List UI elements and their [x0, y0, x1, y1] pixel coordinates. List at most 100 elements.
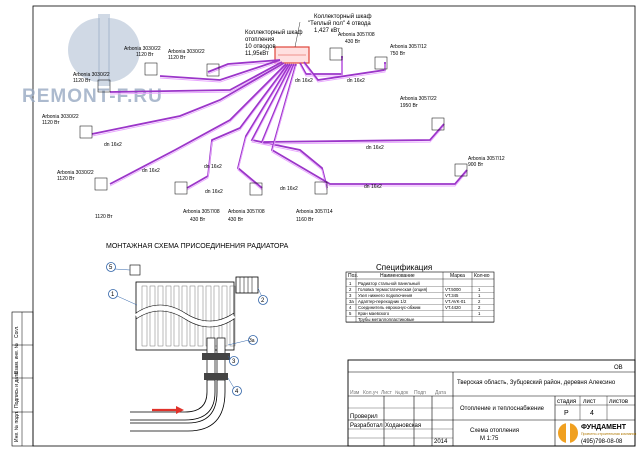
company-phone: (495)798-08-08 [581, 439, 623, 445]
spec-header-name: Наименование [380, 273, 415, 279]
spec-table: Спецификация Поз. Наименование Марка Кол… [345, 263, 495, 323]
svg-text:1120 Вт: 1120 Вт [57, 176, 75, 182]
stamp-sheet-name: Схема отопления [470, 428, 519, 434]
radiator-7: Arbonia 3057/12 750 Вт [374, 44, 427, 70]
pipe-branch-11 [299, 58, 343, 77]
stamp-developer: Ходановская [385, 423, 421, 429]
radiator-8: Arbonia 3057/22 1950 Вт [400, 96, 445, 131]
bottom-power-label: 1120 Вт [95, 214, 113, 220]
manifold-floor-label: Коллекторный шкаф "Теплый пол" 4 отвода … [294, 13, 372, 48]
svg-text:dn 16x2: dn 16x2 [280, 186, 298, 192]
callout-1: 1 [111, 292, 115, 298]
callout-3: 3 [232, 359, 236, 365]
pipe-branch-6 [186, 65, 289, 191]
radiator-group: Arbonia 3030/22 1120 Вт Arbonia 3030/22 … [42, 32, 505, 223]
callout-2: 2 [261, 298, 265, 304]
pipe-branch-4 [91, 64, 285, 137]
radiator-mounting-diagram [129, 264, 259, 432]
title-block: ОВ Тверская область, Зубцовский район, д… [347, 359, 636, 447]
svg-text:900 Вт: 900 Вт [468, 162, 484, 168]
spec-header-qty: Кол-во [474, 273, 490, 279]
svg-text:dn 16x2: dn 16x2 [205, 189, 223, 195]
pipe-branch-7 [237, 65, 291, 191]
svg-text:dn 16x2: dn 16x2 [347, 78, 365, 84]
radiator-6: Arbonia 3057/08 430 Вт [329, 32, 375, 61]
stamp-row-date: Дата [435, 390, 446, 396]
stamp-row-list: Лист [381, 390, 393, 396]
svg-text:dn 16x2: dn 16x2 [366, 145, 384, 151]
svg-text:1160 Вт: 1160 Вт [296, 217, 314, 223]
stamp-col-stage: стадия [557, 399, 576, 405]
svg-text:Коллекторный шкаф: Коллекторный шкаф [314, 13, 372, 20]
pipe-branch-5 [109, 65, 287, 187]
stamp-developed: Разработал [350, 423, 383, 429]
svg-text:Arbonia 3057/14: Arbonia 3057/14 [296, 209, 333, 215]
watermark-text: REMONT-F.RU [22, 86, 163, 107]
pipe-branch-7 [236, 63, 291, 189]
stamp-row-sign: Подп [414, 390, 426, 396]
svg-text:Arbonia 3030/22: Arbonia 3030/22 [57, 170, 94, 176]
radiator-4: Arbonia 3030/22 1120 Вт [42, 114, 93, 139]
side-label-sign: Подпись и дата [14, 372, 20, 408]
spec-cell: VT.5000 [445, 287, 461, 292]
svg-text:Arbonia 3030/22: Arbonia 3030/22 [73, 72, 110, 78]
spec-cell: 1 [349, 281, 352, 286]
stamp-year: 2014 [434, 439, 448, 445]
stamp-stage: Р [564, 410, 569, 417]
spec-cell: 2 [478, 305, 481, 310]
spec-cell: 5 [349, 311, 352, 316]
spec-cell: 3 [349, 293, 352, 298]
mount-callouts: 1 2 3 3a 4 5 [106, 262, 268, 396]
pipe-branch-12 [303, 63, 386, 83]
spec-cell: 1 [478, 287, 481, 292]
svg-text:Коллекторный шкаф: Коллекторный шкаф [245, 29, 303, 36]
spec-cell: 4 [349, 305, 352, 310]
company-logo: ФУНДАМЕНТ Проектно-строительная компания… [558, 423, 636, 445]
svg-text:1120 Вт: 1120 Вт [73, 78, 91, 84]
spec-header-pos: Поз. [348, 273, 358, 279]
stamp-code: ОВ [614, 365, 623, 371]
svg-text:Arbonia 3057/08: Arbonia 3057/08 [228, 209, 265, 215]
spec-title: Спецификация [376, 263, 432, 272]
svg-text:dn 16x2: dn 16x2 [204, 164, 222, 170]
svg-text:dn 16x2: dn 16x2 [142, 168, 160, 174]
manifold-cabinet [274, 46, 310, 64]
sheet-frame [32, 5, 636, 447]
svg-text:"Теплый пол" 4 отвода: "Теплый пол" 4 отвода [308, 20, 371, 27]
bottom-connection-unit [202, 353, 230, 360]
pipe-branch-10 [270, 63, 468, 185]
pipe-branch-8 [251, 65, 328, 191]
spec-cell: Узел нижнего подключения [358, 293, 413, 298]
callout-4: 4 [235, 389, 239, 395]
pipe-branch-8 [250, 63, 328, 189]
radiator-11: Arbonia 3057/08 430 Вт [228, 182, 265, 223]
svg-text:Arbonia 3057/22: Arbonia 3057/22 [400, 96, 437, 102]
manifold-heating-label: Коллекторный шкаф отопления 10 отводов 1… [245, 29, 303, 57]
spec-cell: Адаптер-переходник 1/2 [358, 299, 407, 304]
svg-text:отопления: отопления [245, 37, 274, 43]
side-label-replace: Взам. инв. № [14, 343, 20, 374]
thermostat-head [235, 276, 259, 294]
pipe-branch-2 [159, 59, 281, 81]
mount-title: МОНТАЖНАЯ СХЕМА ПРИСОЕДИНЕНИЯ РАДИАТОРА [106, 243, 289, 250]
svg-text:1120 Вт: 1120 Вт [42, 120, 60, 126]
spec-cell: 3a [349, 299, 354, 304]
company-name: ФУНДАМЕНТ [581, 424, 627, 431]
svg-text:Arbonia 3057/08: Arbonia 3057/08 [338, 32, 375, 38]
pipe-branch-9 [261, 65, 445, 145]
radiator-5: Arbonia 3030/22 1120 Вт [57, 170, 108, 191]
company-tagline: Проектно-строительная компания [581, 432, 636, 436]
svg-text:Arbonia 3030/22: Arbonia 3030/22 [42, 114, 79, 120]
spec-cell: Трубы металлопластиковые [358, 317, 415, 322]
spec-cell: Соединитель евроконус-обжим [358, 305, 420, 310]
spec-header-mark: Марка [450, 273, 465, 279]
pipe-branch-2 [159, 61, 281, 83]
pipe-branch-12 [303, 61, 386, 81]
svg-text:Arbonia 3030/22: Arbonia 3030/22 [168, 49, 205, 55]
spec-cell: 1 [478, 293, 481, 298]
pipe-branch-3 [109, 61, 283, 93]
spec-cell: Головка термостатическая (опция) [358, 287, 428, 292]
pipe-labels: dn 16x2 dn 16x2 dn 16x2 dn 16x2 dn 16x2 … [104, 78, 384, 195]
stamp-row-izm: Изм [350, 390, 360, 396]
pipe-branch-6 [186, 63, 289, 189]
